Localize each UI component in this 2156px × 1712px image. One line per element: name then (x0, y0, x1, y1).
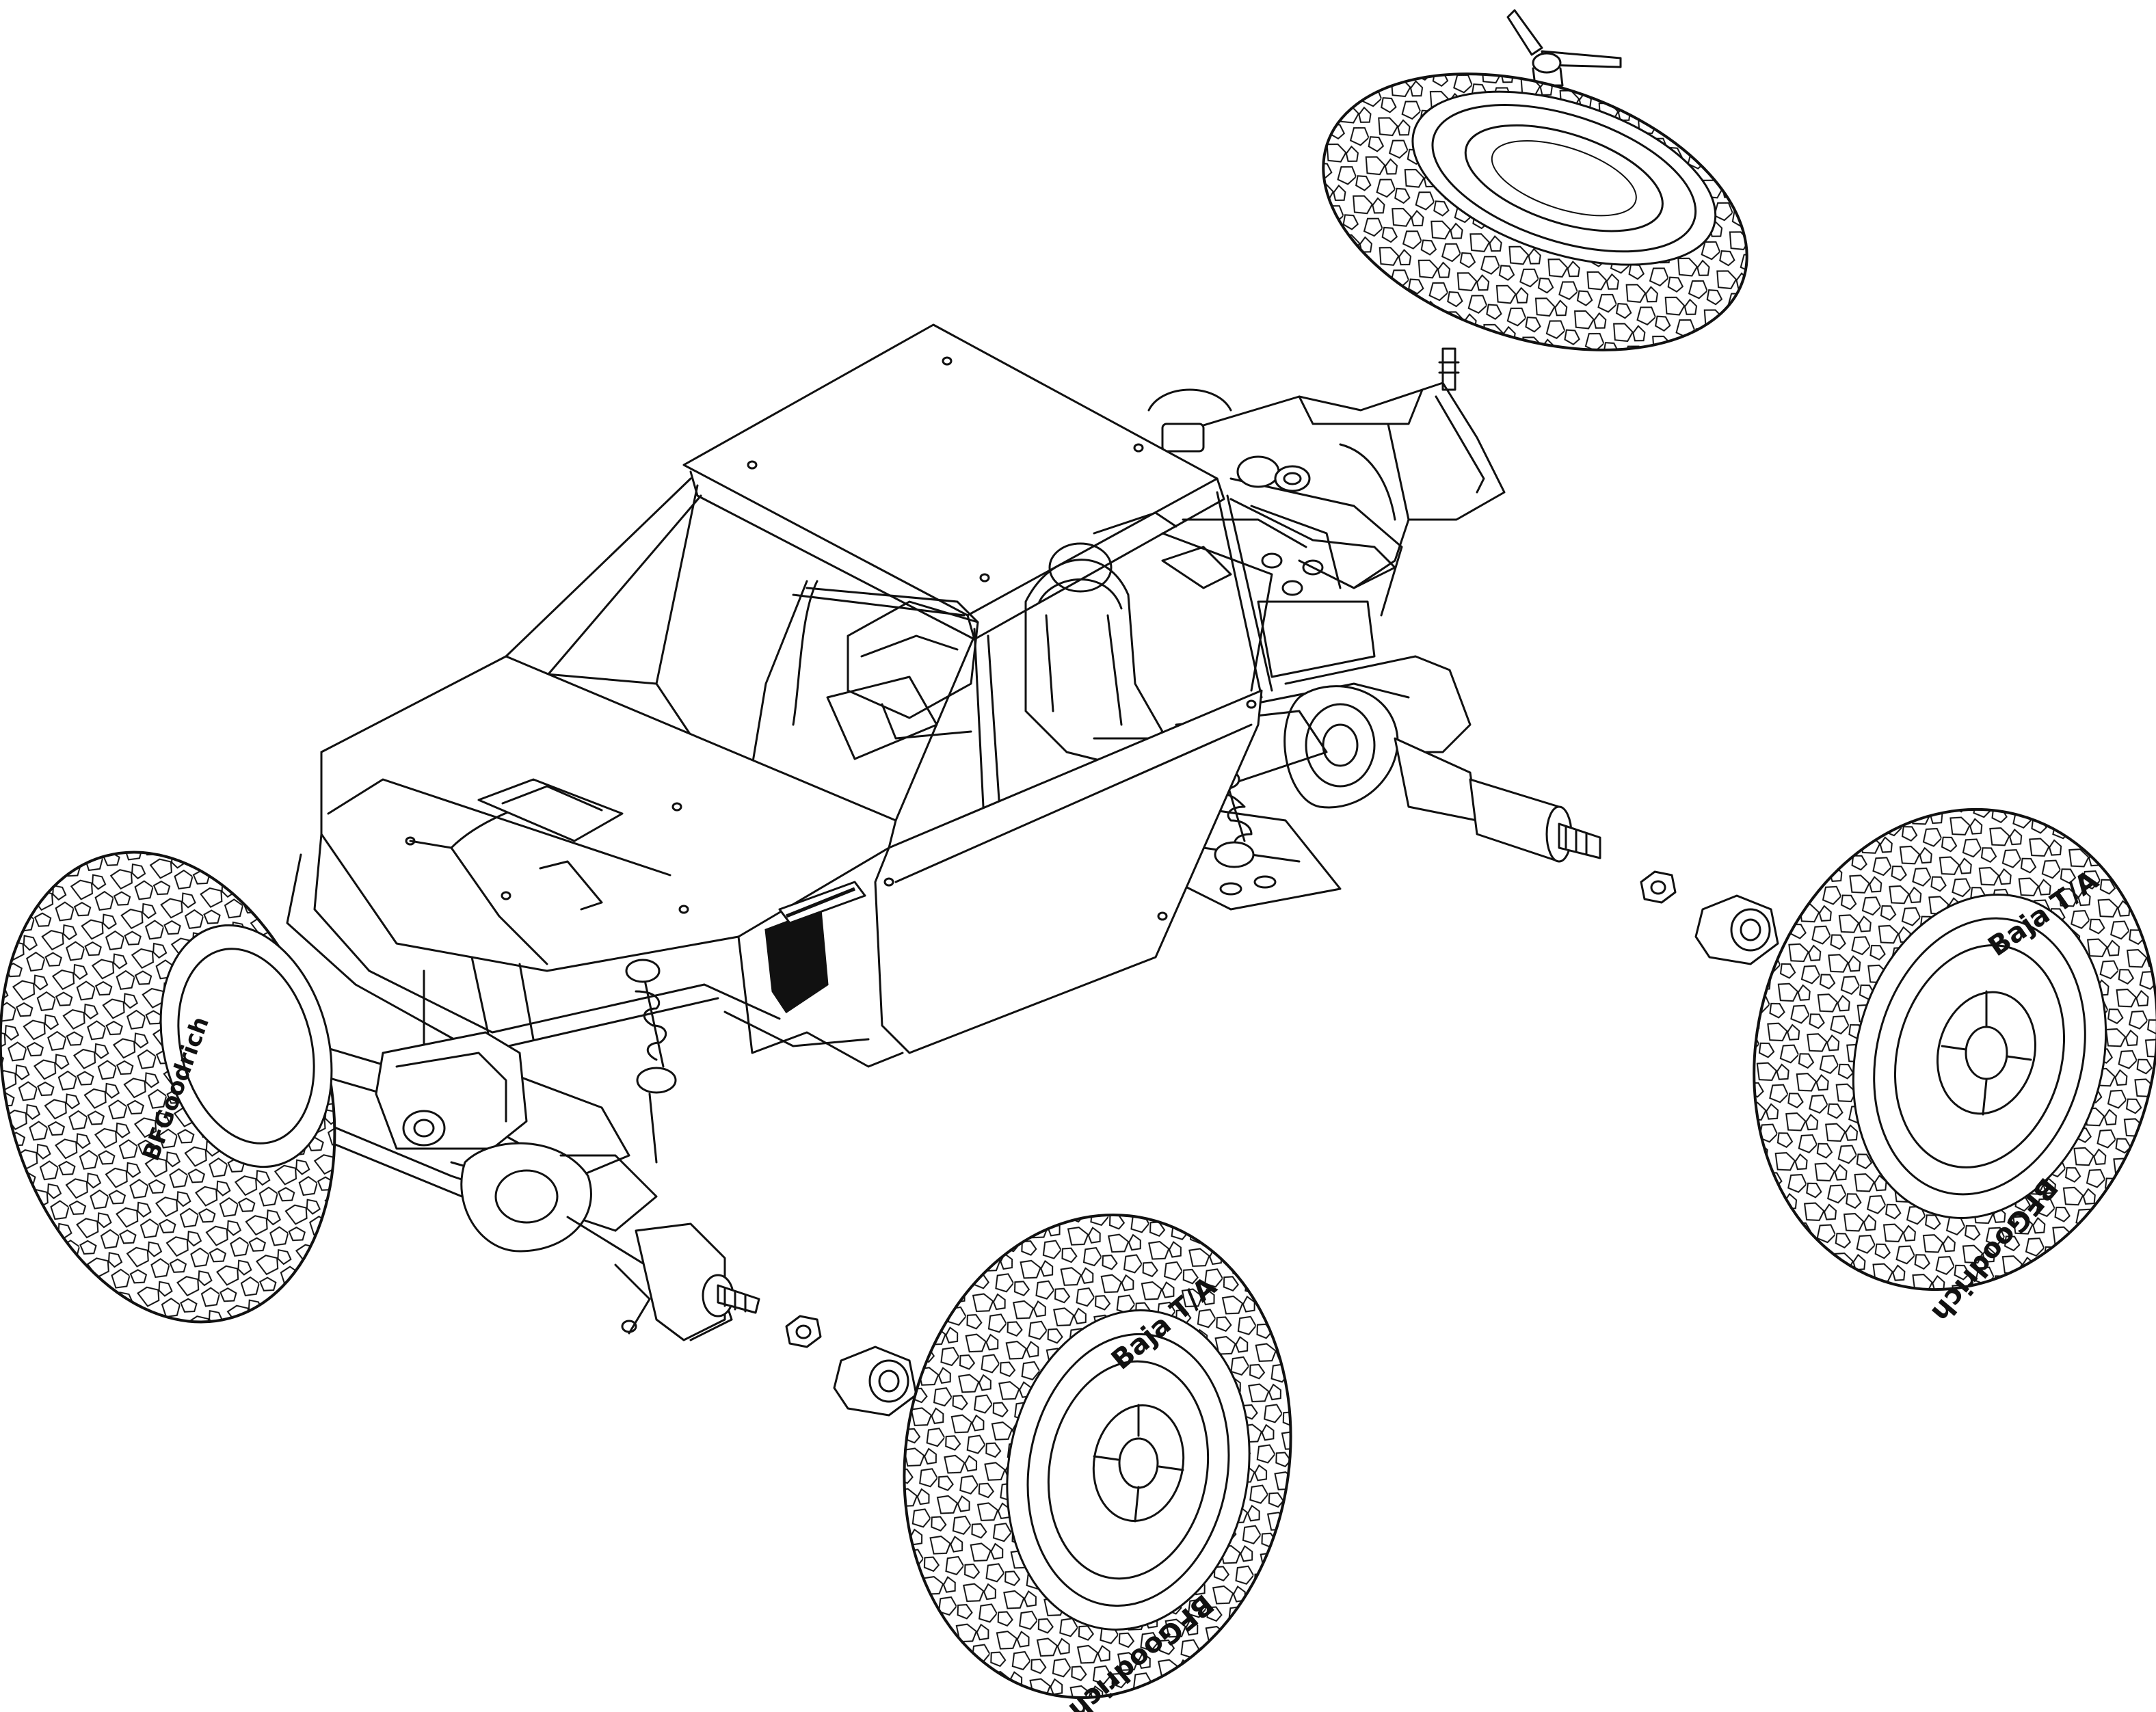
front-shock (626, 960, 676, 1162)
side-vent (766, 882, 865, 1012)
rear-frame (1149, 383, 1504, 677)
wing-nut (1508, 10, 1621, 85)
spare-mount-post (1439, 349, 1459, 390)
side-panel (875, 691, 1262, 1053)
front-wheel-hex (786, 1316, 821, 1347)
rear-right-wheel: Baja T/A BFGoodrich (1701, 764, 2156, 1328)
roof-panel (684, 325, 1224, 639)
rear-axle-assembly (1176, 656, 1600, 909)
hood-panel (321, 656, 896, 971)
front-left-wheel: BFGoodrich (0, 814, 385, 1360)
spare-tire (1288, 24, 1782, 400)
rear-wheel-hex (1641, 872, 1675, 902)
front-frame (287, 834, 903, 1067)
front-wheel-hub (834, 1347, 916, 1415)
rear-wheel-hub (1696, 896, 1778, 964)
front-right-wheel: Baja T/A BFGoodrich (867, 1184, 1329, 1712)
